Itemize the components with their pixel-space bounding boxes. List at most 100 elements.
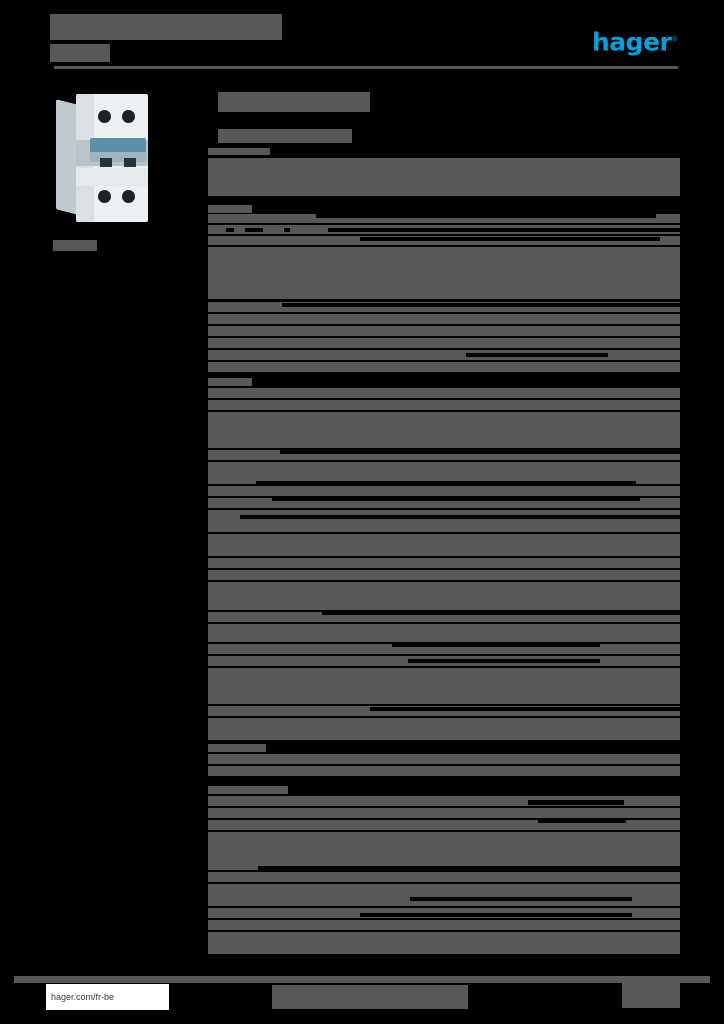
row-key-tick [208, 708, 216, 714]
table-row [208, 754, 680, 764]
row-text-gap [466, 353, 608, 357]
row-key-tick [208, 560, 216, 566]
row-text-gap [226, 228, 234, 232]
table-row [208, 326, 680, 336]
intro-paragraph [208, 158, 680, 196]
row-text-gap [360, 913, 632, 917]
header-title [50, 14, 282, 40]
row-text-gap [316, 214, 656, 218]
table-row [208, 388, 680, 398]
table-row [208, 510, 680, 532]
table-row [208, 796, 680, 806]
table-row [208, 462, 680, 484]
row-text-gap [280, 450, 680, 454]
table-row [208, 820, 680, 830]
row-key-tick [208, 328, 216, 334]
table-row [208, 706, 680, 716]
header-subtitle [50, 44, 110, 62]
row-key-tick [208, 216, 216, 222]
row-text-gap [258, 866, 680, 870]
table-row [208, 668, 680, 704]
table-row [208, 766, 680, 776]
hager-logo: hager® [592, 27, 678, 54]
row-text-gap [284, 228, 290, 232]
table-row [208, 558, 680, 568]
row-text-gap [208, 778, 680, 783]
footer-page-number [622, 982, 680, 1008]
row-key-tick [208, 614, 216, 620]
footer-url-link[interactable]: hager.com/fr-be [46, 984, 169, 1010]
row-text-gap [226, 376, 286, 380]
row-text-gap [256, 481, 636, 485]
footer-center-text [272, 985, 468, 1009]
table-row [208, 247, 680, 299]
row-text-gap [360, 237, 660, 241]
row-key-tick [208, 810, 216, 816]
table-row [208, 920, 680, 930]
table-row [208, 498, 680, 508]
table-row [208, 932, 680, 954]
table-row [208, 582, 680, 610]
hager-logo-text: hager [592, 27, 672, 57]
row-key-tick [208, 756, 216, 762]
table-row [208, 872, 680, 882]
row-text-gap [410, 897, 632, 901]
table-row [208, 362, 680, 372]
row-key-tick [208, 352, 216, 358]
table-row [208, 612, 680, 622]
row-key-tick [208, 922, 216, 928]
table-row [208, 350, 680, 360]
breaker-side-panel [56, 99, 78, 215]
row-text-gap [392, 643, 600, 647]
breaker-slot-right [124, 158, 136, 167]
section-heading [208, 524, 258, 532]
breaker-terminal-top-right [122, 110, 135, 123]
intro-label [208, 148, 270, 155]
breaker-terminal-bottom-left [98, 190, 111, 203]
table-row [208, 644, 680, 654]
breaker-toggle-lever [90, 138, 146, 154]
table-row [208, 884, 680, 906]
product-photo [52, 88, 170, 228]
table-row [208, 400, 680, 410]
table-row [208, 412, 680, 448]
table-row [208, 832, 680, 870]
row-key-tick [208, 340, 216, 346]
table-row [208, 338, 680, 348]
row-key-tick [208, 500, 216, 506]
section-heading [208, 205, 252, 213]
row-text-gap [370, 707, 680, 711]
table-row [208, 570, 680, 580]
page-title [218, 92, 370, 112]
breaker-terminal-bottom-right [122, 190, 135, 203]
row-key-tick [208, 822, 216, 828]
footer-divider [14, 976, 710, 983]
row-text-gap [272, 497, 640, 501]
table-row [208, 314, 680, 324]
row-key-tick [208, 402, 216, 408]
row-key-tick [208, 874, 216, 880]
row-text-gap [322, 611, 680, 615]
row-text-gap [240, 515, 680, 519]
row-key-tick [208, 488, 216, 494]
row-text-gap [538, 818, 626, 823]
table-row [208, 534, 680, 556]
page-subtitle [218, 129, 352, 143]
row-key-tick [208, 910, 216, 916]
section-heading [208, 786, 288, 794]
row-text-gap [245, 228, 263, 232]
table-row [208, 214, 680, 223]
row-key-tick [208, 316, 216, 322]
product-photo-caption [53, 240, 97, 251]
row-key-tick [208, 227, 216, 233]
breaker-label-band [76, 168, 148, 186]
row-text-gap [408, 659, 600, 663]
section-heading [208, 744, 266, 752]
row-key-tick [208, 238, 216, 244]
row-key-tick [208, 452, 216, 458]
table-row [208, 302, 680, 312]
section-heading [208, 378, 252, 386]
breaker-slot-left [100, 158, 112, 167]
row-key-tick [208, 364, 216, 370]
row-text-gap [528, 800, 624, 805]
